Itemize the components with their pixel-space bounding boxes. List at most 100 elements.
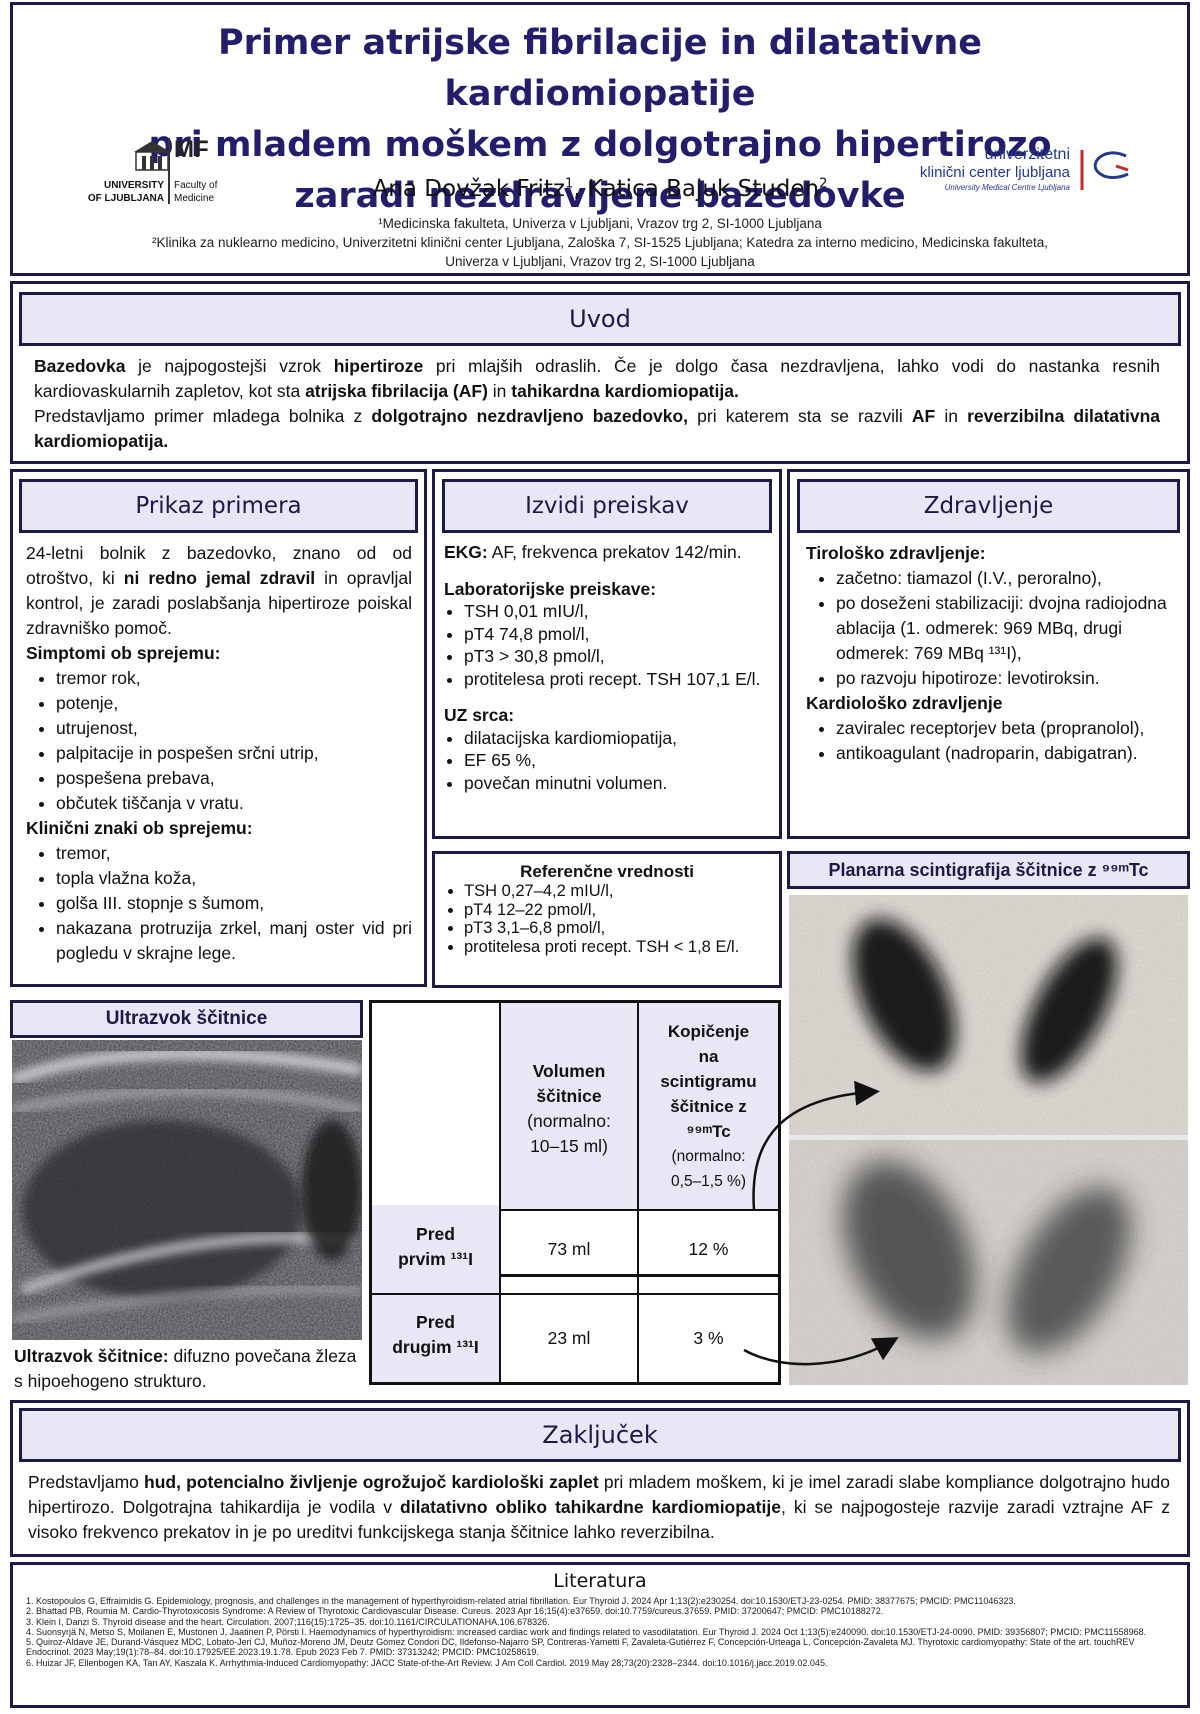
author-2-sup: 2 — [819, 176, 828, 192]
list-item: pT3 3,1–6,8 pmol/l, — [464, 919, 770, 938]
list-item: protitelesa proti recept. TSH 107,1 E/l. — [464, 668, 774, 691]
list-item: pT4 12–22 pmol/l, — [464, 901, 770, 920]
title-line-1: Primer atrijske fibrilacije in dilatativ… — [217, 23, 983, 114]
lab-list: TSH 0,01 mIU/l, pT4 74,8 pmol/l, pT3 > 3… — [444, 600, 774, 690]
uz-list: dilatacijska kardiomiopatija, EF 65 %, p… — [444, 727, 774, 795]
list-item: povečan minutni volumen. — [464, 772, 774, 795]
referencne-list: TSH 0,27–4,2 mIU/l, pT4 12–22 pmol/l, pT… — [448, 882, 770, 956]
university-emblem-icon — [134, 141, 170, 171]
ultrazvok-caption: Ultrazvok ščitnice: difuzno povečana žle… — [14, 1346, 357, 1391]
affiliations: ¹Medicinska fakulteta, Univerza v Ljublj… — [100, 214, 1100, 271]
row-2-label: Pred drugim ¹³¹I — [372, 1295, 499, 1382]
izvidi-text: EKG: AF, frekvenca prekatov 142/min. Lab… — [444, 541, 774, 794]
scintigram-image — [789, 895, 1188, 1385]
arrow-to-top-scan-icon — [752, 1080, 880, 1211]
list-item: po razvoju hipotiroze: levotiroksin. — [836, 666, 1176, 691]
list-item: topla vlažna koža, — [56, 866, 412, 891]
col2-line-a: Kopičenje — [667, 1022, 750, 1041]
list-item: potenje, — [56, 691, 412, 716]
literatura-heading: Literatura — [553, 1570, 647, 1592]
prikaz-panel — [10, 469, 427, 987]
col1-line-c: (normalno: — [527, 1111, 611, 1131]
list-item: pospešena prebava, — [56, 766, 412, 791]
tiro-list: začetno: tiamazol (I.V., peroralno), po … — [806, 566, 1176, 691]
zdravljenje-text: Tirološko zdravljenje: začetno: tiamazol… — [806, 541, 1176, 766]
col2-line-b: na — [698, 1047, 719, 1066]
list-item: 4. Suonsyrjä N, Metso S, Moilanen E, Mus… — [26, 1626, 1147, 1637]
izvidi-heading: Izvidi preiskav — [442, 479, 772, 533]
znaki-list: tremor, topla vlažna koža, golša III. st… — [26, 841, 412, 966]
affiliation-3: Univerza v Ljubljani, Vrazov trg 2, SI-1… — [445, 254, 755, 269]
col1-line-a: Volumen — [532, 1061, 606, 1081]
author-1-sup: 1 — [564, 176, 574, 192]
list-item: občutek tiščanja v vratu. — [56, 791, 412, 816]
faculty-line-2: Medicine — [174, 193, 215, 204]
znaki-title: Klinični znaki ob sprejemu: — [26, 818, 253, 838]
list-item: nakazana protruzija zrkel, manj oster vi… — [56, 916, 412, 966]
list-item: TSH 0,01 mIU/l, — [464, 600, 774, 623]
list-item: pT4 74,8 pmol/l, — [464, 623, 774, 646]
arrow-to-bottom-scan-icon — [743, 1337, 899, 1366]
uvod-paragraph-2: Predstavljamo primer mladega bolnika z d… — [34, 406, 1160, 451]
mf-mark: MF — [174, 136, 209, 163]
simptomi-list: tremor rok, potenje, utrujenost, palpita… — [26, 666, 412, 816]
affiliation-1: ¹Medicinska fakulteta, Univerza v Ljublj… — [378, 216, 822, 231]
affiliation-2: ²Klinika za nuklearno medicino, Univerzi… — [152, 235, 1048, 250]
table-row — [372, 1209, 778, 1211]
uvod-paragraph-1: Bazedovka je najpogostejši vzrok hiperti… — [34, 356, 1160, 401]
col1-line-b: ščitnice — [536, 1086, 602, 1106]
title-line-3: zaradi nezdravljene bazedovke — [294, 176, 906, 216]
arrow-icons — [743, 1080, 899, 1366]
list-item: začetno: tiamazol (I.V., peroralno), — [836, 566, 1176, 591]
list-item: 6. Huizar JF, Ellenbogen KA, Tan AY, Kas… — [26, 1657, 828, 1668]
row-2-uptake: 3 % — [637, 1295, 778, 1382]
ukc-line-2: klinični center ljubljana — [919, 164, 1070, 181]
referencne-panel — [432, 851, 782, 988]
list-item: tremor rok, — [56, 666, 412, 691]
kard-title: Kardiološko zdravljenje — [806, 693, 1003, 713]
ultrasound-icon — [10, 1040, 363, 1340]
ultrasound-image — [10, 1040, 363, 1340]
kard-list: zaviralec receptorjev beta (propranolol)… — [806, 716, 1176, 766]
university-logo: MF UNIVERSITY OF LJUBLJANA Faculty of Me… — [88, 136, 228, 208]
list-item: utrujenost, — [56, 716, 412, 741]
literatura-list: 1. Kostopoulos G, Effraimidis G. Epidemi… — [26, 1596, 1176, 1668]
col2-line-f: (normalno: — [671, 1148, 746, 1165]
uvod-text: Bazedovka je najpogostejši vzrok hiperti… — [34, 354, 1160, 454]
zdravljenje-heading: Zdravljenje — [797, 479, 1180, 533]
literatura-panel — [10, 1562, 1190, 1708]
author-sep: , — [573, 176, 588, 202]
zakljucek-text: Predstavljamo hud, potencialno življenje… — [28, 1472, 1170, 1542]
scintigram-icon — [789, 895, 1188, 1385]
uvod-heading: Uvod — [19, 292, 1181, 346]
uz-title: UZ srca: — [444, 705, 515, 725]
author-1: Ana Dovžak Fritz — [372, 176, 565, 202]
title-line-2: pri mladem moškem z dolgotrajno hipertir… — [148, 125, 1052, 165]
list-item: po doseženi stabilizaciji: dvojna radioj… — [836, 591, 1176, 666]
ultrazvok-heading: Ultrazvok ščitnice — [10, 1000, 363, 1038]
lab-title: Laboratorijske preiskave: — [444, 578, 657, 599]
list-item: 5. Quiroz-Aldave JE, Durand-Vásquez MDC,… — [26, 1637, 1135, 1658]
col2-line-d: ščitnice z — [670, 1097, 747, 1116]
list-item: tremor, — [56, 841, 412, 866]
list-item: 2. Bhattad PB, Roumia M. Cardio-Thyrotox… — [26, 1606, 884, 1617]
list-item: dilatacijska kardiomiopatija, — [464, 727, 774, 750]
uni-line-2: OF LJUBLJANA — [87, 193, 164, 204]
simptomi-title: Simptomi ob sprejemu: — [26, 643, 221, 663]
row-1-uptake: 12 % — [637, 1205, 778, 1293]
list-item: zaviralec receptorjev beta (propranolol)… — [836, 716, 1176, 741]
table-body: Pred prvim ¹³¹I 73 ml 12 % Pred drugim ¹… — [369, 1205, 781, 1385]
scinti-heading: Planarna scintigrafija ščitnice z ⁹⁹ᵐTc — [787, 851, 1190, 889]
referencne-text: TSH 0,27–4,2 mIU/l, pT4 12–22 pmol/l, pT… — [448, 882, 770, 956]
col2-line-g: 0,5–1,5 %) — [671, 1173, 746, 1190]
prikaz-text: 24-letni bolnik z bazedovko, znano od od… — [26, 541, 412, 966]
col2-line-e: ⁹⁹ᵐTc — [686, 1122, 731, 1141]
col2-line-c: scintigramu — [660, 1072, 757, 1091]
poster-title: Primer atrijske fibrilacije in dilatativ… — [60, 18, 1140, 222]
list-item: golša III. stopnje s šumom, — [56, 891, 412, 916]
list-item: EF 65 %, — [464, 749, 774, 772]
col1-line-d: 10–15 ml) — [530, 1136, 608, 1156]
author-2: Katica Bajuk Studen — [587, 176, 820, 202]
zakljucek-heading: Zaključek — [19, 1408, 1181, 1462]
row-2-volume: 23 ml — [499, 1295, 637, 1382]
